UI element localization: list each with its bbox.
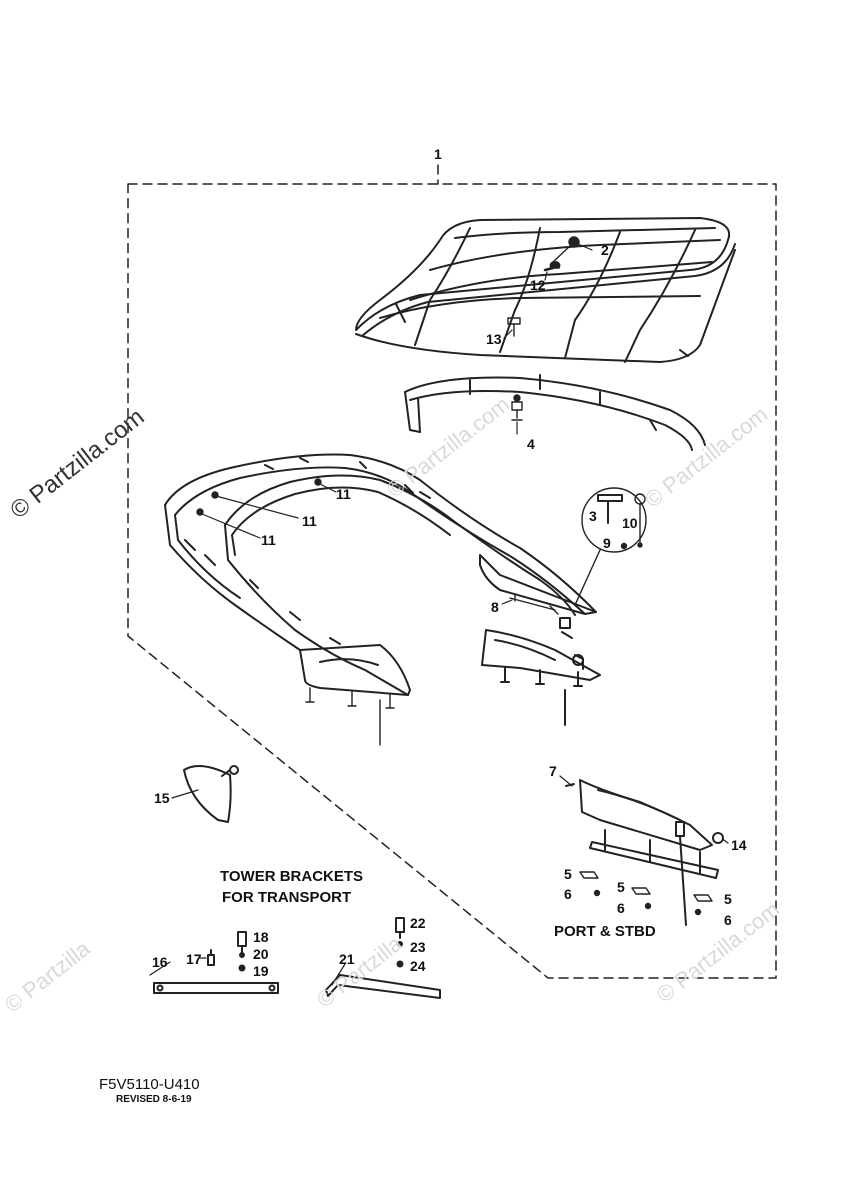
callout-22: 22 — [410, 915, 426, 931]
callout-15: 15 — [154, 790, 170, 806]
transport-heading-line2: FOR TRANSPORT — [222, 889, 352, 906]
callout-3: 3 — [589, 508, 597, 524]
callout-9: 9 — [603, 535, 611, 551]
callout-21: 21 — [339, 951, 355, 967]
transport-heading-line1: TOWER BRACKETS — [220, 868, 364, 885]
tower-arches — [164, 453, 597, 696]
callout-7: 7 — [549, 763, 557, 779]
port-stbd-label: PORT & STBD — [554, 923, 656, 940]
callout-11a: 11 — [336, 486, 351, 502]
washers-5-6 — [579, 871, 713, 916]
mirror-15 — [183, 765, 239, 823]
callout-18: 18 — [253, 929, 269, 945]
knob-2 — [568, 236, 580, 248]
callout-17: 17 — [186, 951, 202, 967]
callout-4: 4 — [527, 436, 535, 452]
callout-24: 24 — [410, 958, 426, 974]
callout-12: 12 — [530, 277, 546, 293]
callout-19: 19 — [253, 963, 269, 979]
callout-5a: 5 — [564, 866, 572, 882]
callout-1: 1 — [434, 146, 442, 162]
detail-circle — [581, 487, 647, 553]
callout-10: 10 — [622, 515, 638, 531]
callout-6a: 6 — [564, 886, 572, 902]
gas-strut-8 — [509, 594, 559, 615]
callout-11b: 11 — [302, 513, 317, 529]
bracket-21 — [325, 917, 441, 999]
callout-23: 23 — [410, 939, 426, 955]
callout-11c: 11 — [261, 532, 276, 548]
bracket-16 — [153, 931, 279, 994]
rear-tube — [404, 374, 706, 451]
canopy-frame — [355, 217, 736, 363]
callout-5b: 5 — [617, 879, 625, 895]
callout-5c: 5 — [724, 891, 732, 907]
right-mount — [481, 617, 601, 726]
callout-14: 14 — [731, 837, 747, 853]
callout-8: 8 — [491, 599, 499, 615]
callout-2: 2 — [601, 242, 609, 258]
callout-20: 20 — [253, 946, 269, 962]
callout-13: 13 — [486, 331, 502, 347]
diagram-code: F5V5110-U410 — [99, 1076, 200, 1093]
leader-lines — [149, 243, 729, 986]
tower-feet-left — [305, 687, 395, 746]
revision-date: REVISED 8-6-19 — [116, 1094, 192, 1105]
callout-16: 16 — [152, 954, 168, 970]
callout-6c: 6 — [724, 912, 732, 928]
callout-6b: 6 — [617, 900, 625, 916]
assembly-boundary — [127, 164, 777, 979]
port-mount — [565, 779, 724, 926]
